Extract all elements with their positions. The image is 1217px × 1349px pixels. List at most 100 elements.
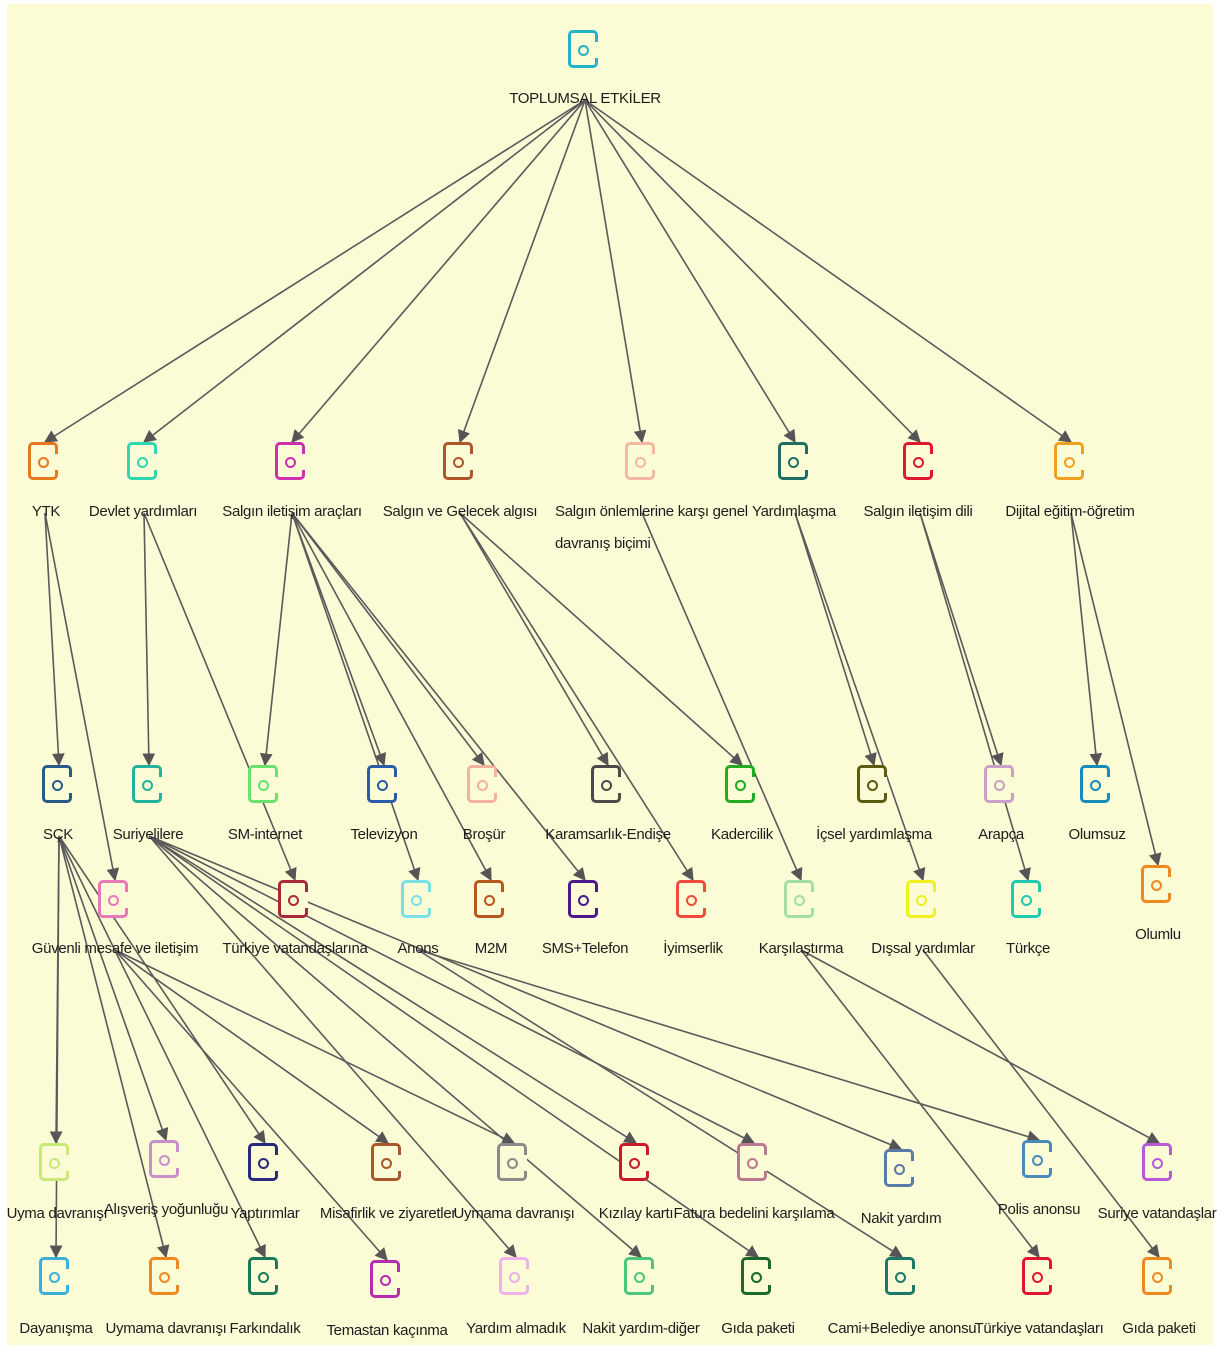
node-label: Gıda paketi: [1122, 1320, 1196, 1337]
node-label: Dijital eğitim-öğretim: [1005, 503, 1135, 520]
node-suriye_vat[interactable]: [1139, 1141, 1179, 1191]
code-node-icon: [127, 442, 157, 480]
node-sm[interactable]: [245, 763, 285, 813]
node-brosur[interactable]: [464, 763, 504, 813]
code-node-icon: [1142, 1257, 1172, 1295]
code-node-icon: [737, 1143, 767, 1181]
code-node-icon: [624, 1257, 654, 1295]
edge-karsilastirma-to-turkiye_vat2: [800, 949, 1040, 1259]
code-node-icon: [467, 765, 497, 803]
node-fatura[interactable]: [734, 1141, 774, 1191]
node-label: Nakit yardım-diğer: [582, 1320, 700, 1337]
node-ytk[interactable]: [25, 440, 65, 490]
node-label: YTK: [31, 503, 61, 520]
node-label: Cami+Belediye anonsu: [827, 1320, 977, 1337]
edge-anons-to-polis: [417, 949, 1041, 1143]
node-root[interactable]: [565, 28, 605, 78]
edge-dil-to-arapca: [919, 512, 1004, 767]
node-label: Kızılay kartı: [598, 1205, 674, 1222]
code-node-icon: [248, 765, 278, 803]
node-sms[interactable]: [565, 878, 605, 928]
node-dayanisma[interactable]: [36, 1255, 76, 1305]
code-node-icon: [248, 1257, 278, 1295]
node-m2m[interactable]: [471, 878, 511, 928]
node-devlet[interactable]: [124, 440, 164, 490]
edge-guvenli-to-uymama1: [114, 949, 516, 1144]
node-salgin_arac[interactable]: [272, 440, 312, 490]
node-gida1[interactable]: [738, 1255, 778, 1305]
node-arapca[interactable]: [981, 763, 1021, 813]
node-icsel[interactable]: [854, 763, 894, 813]
node-televizyon[interactable]: [364, 763, 404, 813]
node-kizilay[interactable]: [616, 1141, 656, 1191]
edge-ytk-to-guvenli: [44, 512, 120, 882]
node-yardim_almadik[interactable]: [496, 1255, 536, 1305]
edge-dissal-to-gida2: [922, 949, 1160, 1259]
node-suriyelilere[interactable]: [129, 763, 169, 813]
code-node-icon: [1022, 1257, 1052, 1295]
node-farkindalik[interactable]: [245, 1255, 285, 1305]
code-node-icon: [568, 880, 598, 918]
node-iyimserlik[interactable]: [673, 878, 713, 928]
code-node-icon: [28, 442, 58, 480]
node-label: Türkiye vatandaşlarına: [222, 940, 368, 957]
node-label: Fatura bedelini karşılama: [673, 1205, 835, 1222]
node-cami[interactable]: [882, 1255, 922, 1305]
node-uymama1[interactable]: [494, 1141, 534, 1191]
node-misafirlik[interactable]: [368, 1141, 408, 1191]
node-dissal[interactable]: [903, 878, 943, 928]
edge-dijital-to-olumsuz: [1070, 512, 1103, 767]
edge-dijital-to-olumlu: [1070, 512, 1162, 867]
node-olumlu[interactable]: [1138, 863, 1178, 913]
node-turkiye_vat2[interactable]: [1019, 1255, 1059, 1305]
node-anons[interactable]: [398, 878, 438, 928]
node-gida2[interactable]: [1139, 1255, 1179, 1305]
edge-sck-to-farkindalik: [58, 835, 266, 1259]
node-gelecek[interactable]: [440, 440, 480, 490]
node-label: Uymama davranışı: [105, 1320, 227, 1337]
node-yaptirimlar[interactable]: [245, 1141, 285, 1191]
node-label: Olumlu: [1135, 926, 1181, 943]
node-olumsuz[interactable]: [1077, 763, 1117, 813]
code-node-icon: [1022, 1140, 1052, 1178]
node-sck[interactable]: [39, 763, 79, 813]
node-temastan[interactable]: [367, 1258, 407, 1308]
node-label: Farkındalık: [229, 1320, 301, 1337]
code-node-icon: [591, 765, 621, 803]
node-label: Salgın iletişim araçları: [222, 503, 362, 520]
node-label: Nakit yardım: [860, 1210, 942, 1227]
node-kadercilik[interactable]: [722, 763, 762, 813]
node-nakit[interactable]: [881, 1147, 921, 1197]
node-turkiye_vat[interactable]: [275, 878, 315, 928]
node-onlem[interactable]: [622, 440, 662, 490]
node-karsilastirma[interactable]: [781, 878, 821, 928]
node-karamsarlik[interactable]: [588, 763, 628, 813]
edge-root-to-ytk: [43, 99, 586, 443]
edge-suriyelilere-to-yardim_almadik: [148, 835, 517, 1258]
node-nakit_diger[interactable]: [621, 1255, 661, 1305]
node-uymama2[interactable]: [146, 1255, 186, 1305]
edge-suriyelilere-to-nakit_diger: [148, 835, 642, 1258]
node-guvenli[interactable]: [95, 878, 135, 928]
edge-salgin_arac-to-sm: [259, 512, 293, 767]
edge-sck-to-yaptirimlar: [58, 835, 266, 1145]
node-yardimlasma[interactable]: [775, 440, 815, 490]
node-polis[interactable]: [1019, 1138, 1059, 1188]
node-label: Misafirlik ve ziyaretler: [319, 1205, 457, 1222]
node-alisveris[interactable]: [146, 1138, 186, 1188]
edge-dil-to-turkce: [919, 512, 1031, 882]
edge-root-to-dijital: [584, 99, 1073, 443]
node-dijital[interactable]: [1051, 440, 1091, 490]
edge-root-to-salgin_arac: [291, 99, 586, 443]
node-turkce[interactable]: [1008, 878, 1048, 928]
node-label: Uyma davranışı: [6, 1205, 108, 1222]
edge-onlem-to-karsilastirma: [641, 512, 803, 882]
node-label: SÇK: [43, 826, 73, 843]
code-node-icon: [885, 1257, 915, 1295]
node-dil[interactable]: [900, 440, 940, 490]
code-node-icon: [619, 1143, 649, 1181]
node-uyma[interactable]: [36, 1141, 76, 1191]
node-label: Temastan kaçınma: [326, 1322, 448, 1339]
code-node-icon: [1080, 765, 1110, 803]
